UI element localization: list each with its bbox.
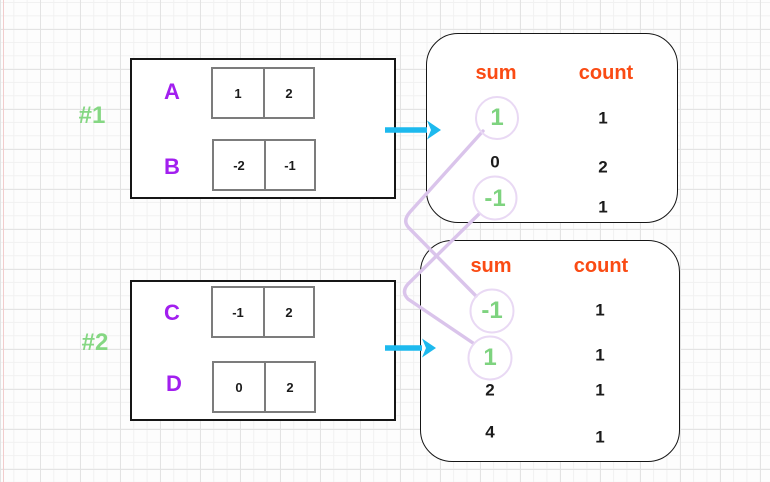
array-c-cell-1: 2: [263, 288, 313, 336]
array-b-cell-1: -1: [264, 141, 314, 189]
array-a-name: A: [164, 79, 180, 104]
array-b-cell-0: -2: [233, 157, 245, 173]
array-c-cells: -1 2: [211, 286, 315, 338]
panel-1-sum-header: sum: [475, 62, 517, 84]
array-b-name: B: [164, 154, 180, 179]
panel-1-row-3-sum: -1: [484, 185, 506, 212]
panel-1-count-header: count: [578, 62, 634, 84]
array-d-name: D: [166, 371, 182, 396]
panel-2-count-header: count: [573, 255, 629, 277]
example-2-label: #2: [81, 329, 109, 356]
array-d-cell-1: 2: [264, 363, 314, 411]
panel-2-row-4-count: 1: [595, 427, 605, 447]
panel-1-row-2-count: 2: [598, 157, 608, 177]
panel-2-row-3-count: 1: [595, 380, 605, 400]
panel-2-row-1-sum: -1: [481, 297, 503, 324]
array-c-name: C: [164, 300, 180, 325]
panel-2-row-4-sum: 4: [485, 422, 495, 442]
array-b-cells: -2 -1: [212, 139, 316, 191]
panel-1-row-1-count: 1: [598, 108, 608, 128]
result-panel-2: [420, 240, 680, 462]
panel-2-row-2-sum: 1: [483, 344, 497, 371]
array-a-cell-0: 1: [234, 85, 242, 101]
panel-2-row-1-count: 1: [595, 300, 605, 320]
example-1-label: #1: [78, 102, 106, 129]
result-panel-1: [426, 33, 678, 223]
array-a-cells: 1 2: [211, 67, 315, 119]
panel-1-row-3-count: 1: [598, 197, 608, 217]
panel-1-row-2-sum: 0: [490, 152, 500, 172]
panel-2-row-3-sum: 2: [485, 380, 495, 400]
panel-2-row-2-count: 1: [595, 345, 605, 365]
margin-line: [3, 0, 4, 482]
panel-2-sum-header: sum: [470, 255, 512, 277]
array-d-cell-0: 0: [235, 379, 243, 395]
panel-1-row-1-sum: 1: [490, 104, 504, 131]
array-a-cell-1: 2: [263, 69, 313, 117]
array-d-cells: 0 2: [212, 361, 316, 413]
array-c-cell-0: -1: [232, 304, 244, 320]
